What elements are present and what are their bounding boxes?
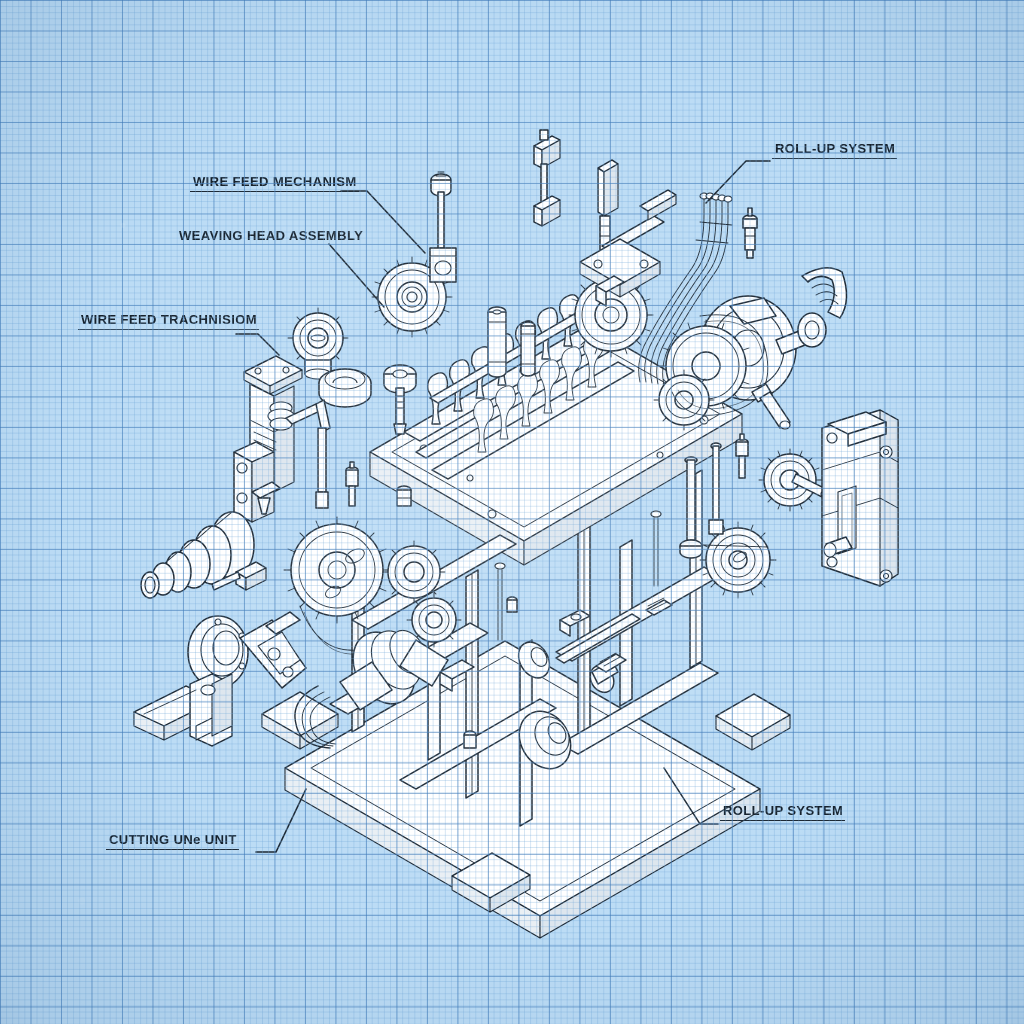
callout-label-text: WIRE FEED TRACHNISIOM	[78, 313, 259, 330]
exploded-valve-stem-2	[708, 442, 724, 535]
curved-guide-rail	[801, 267, 848, 319]
exploded-bushing-pin-right	[742, 207, 758, 259]
exploded-pin-small-a	[345, 461, 359, 507]
callout-label-text: CUTTING UNe UNIT	[106, 833, 239, 850]
exploded-dowel-pin-a	[487, 306, 507, 378]
callout-label-text: WEAVING HEAD ASSEMBLY	[179, 228, 364, 243]
leader-line-weaving-head-assembly	[328, 243, 385, 308]
callout-weaving-head-assembly: WEAVING HEAD ASSEMBLY	[176, 229, 365, 245]
exploded-gear-with-shaft	[758, 448, 832, 512]
exploded-threaded-shaft-knob	[383, 364, 417, 435]
leader-line-wire-feed-trachnisiom	[235, 333, 280, 356]
callout-label-text: ROLL-UP SYSTEM	[772, 142, 898, 159]
exploded-spacer-bolt-upper	[533, 129, 561, 227]
exploded-thrust-washer	[318, 368, 372, 408]
exploded-pin-small-b	[396, 485, 412, 507]
callout-wire-feed-mechanism: WIRE FEED MECHANISM	[190, 175, 359, 192]
callout-roll-up-system-bottom: ROLL-UP SYSTEM	[720, 804, 846, 821]
callout-cutting-une-unit: CUTTING UNe UNIT	[106, 833, 239, 850]
callout-label-text: ROLL-UP SYSTEM	[720, 804, 846, 821]
exploded-small-pin-right	[735, 433, 749, 479]
wire-feed-transmission-tower	[233, 355, 331, 523]
motor-gearbox-housing	[821, 409, 899, 587]
exploded-dowel-pin-b	[520, 321, 536, 377]
callout-label-text: WIRE FEED MECHANISM	[190, 175, 359, 192]
exploded-shoulder-screw-long	[429, 171, 457, 283]
callout-roll-up-system-top: ROLL-UP SYSTEM	[772, 142, 898, 159]
callout-wire-feed-trachnisiom: WIRE FEED TRACHNISIOM	[78, 313, 259, 330]
